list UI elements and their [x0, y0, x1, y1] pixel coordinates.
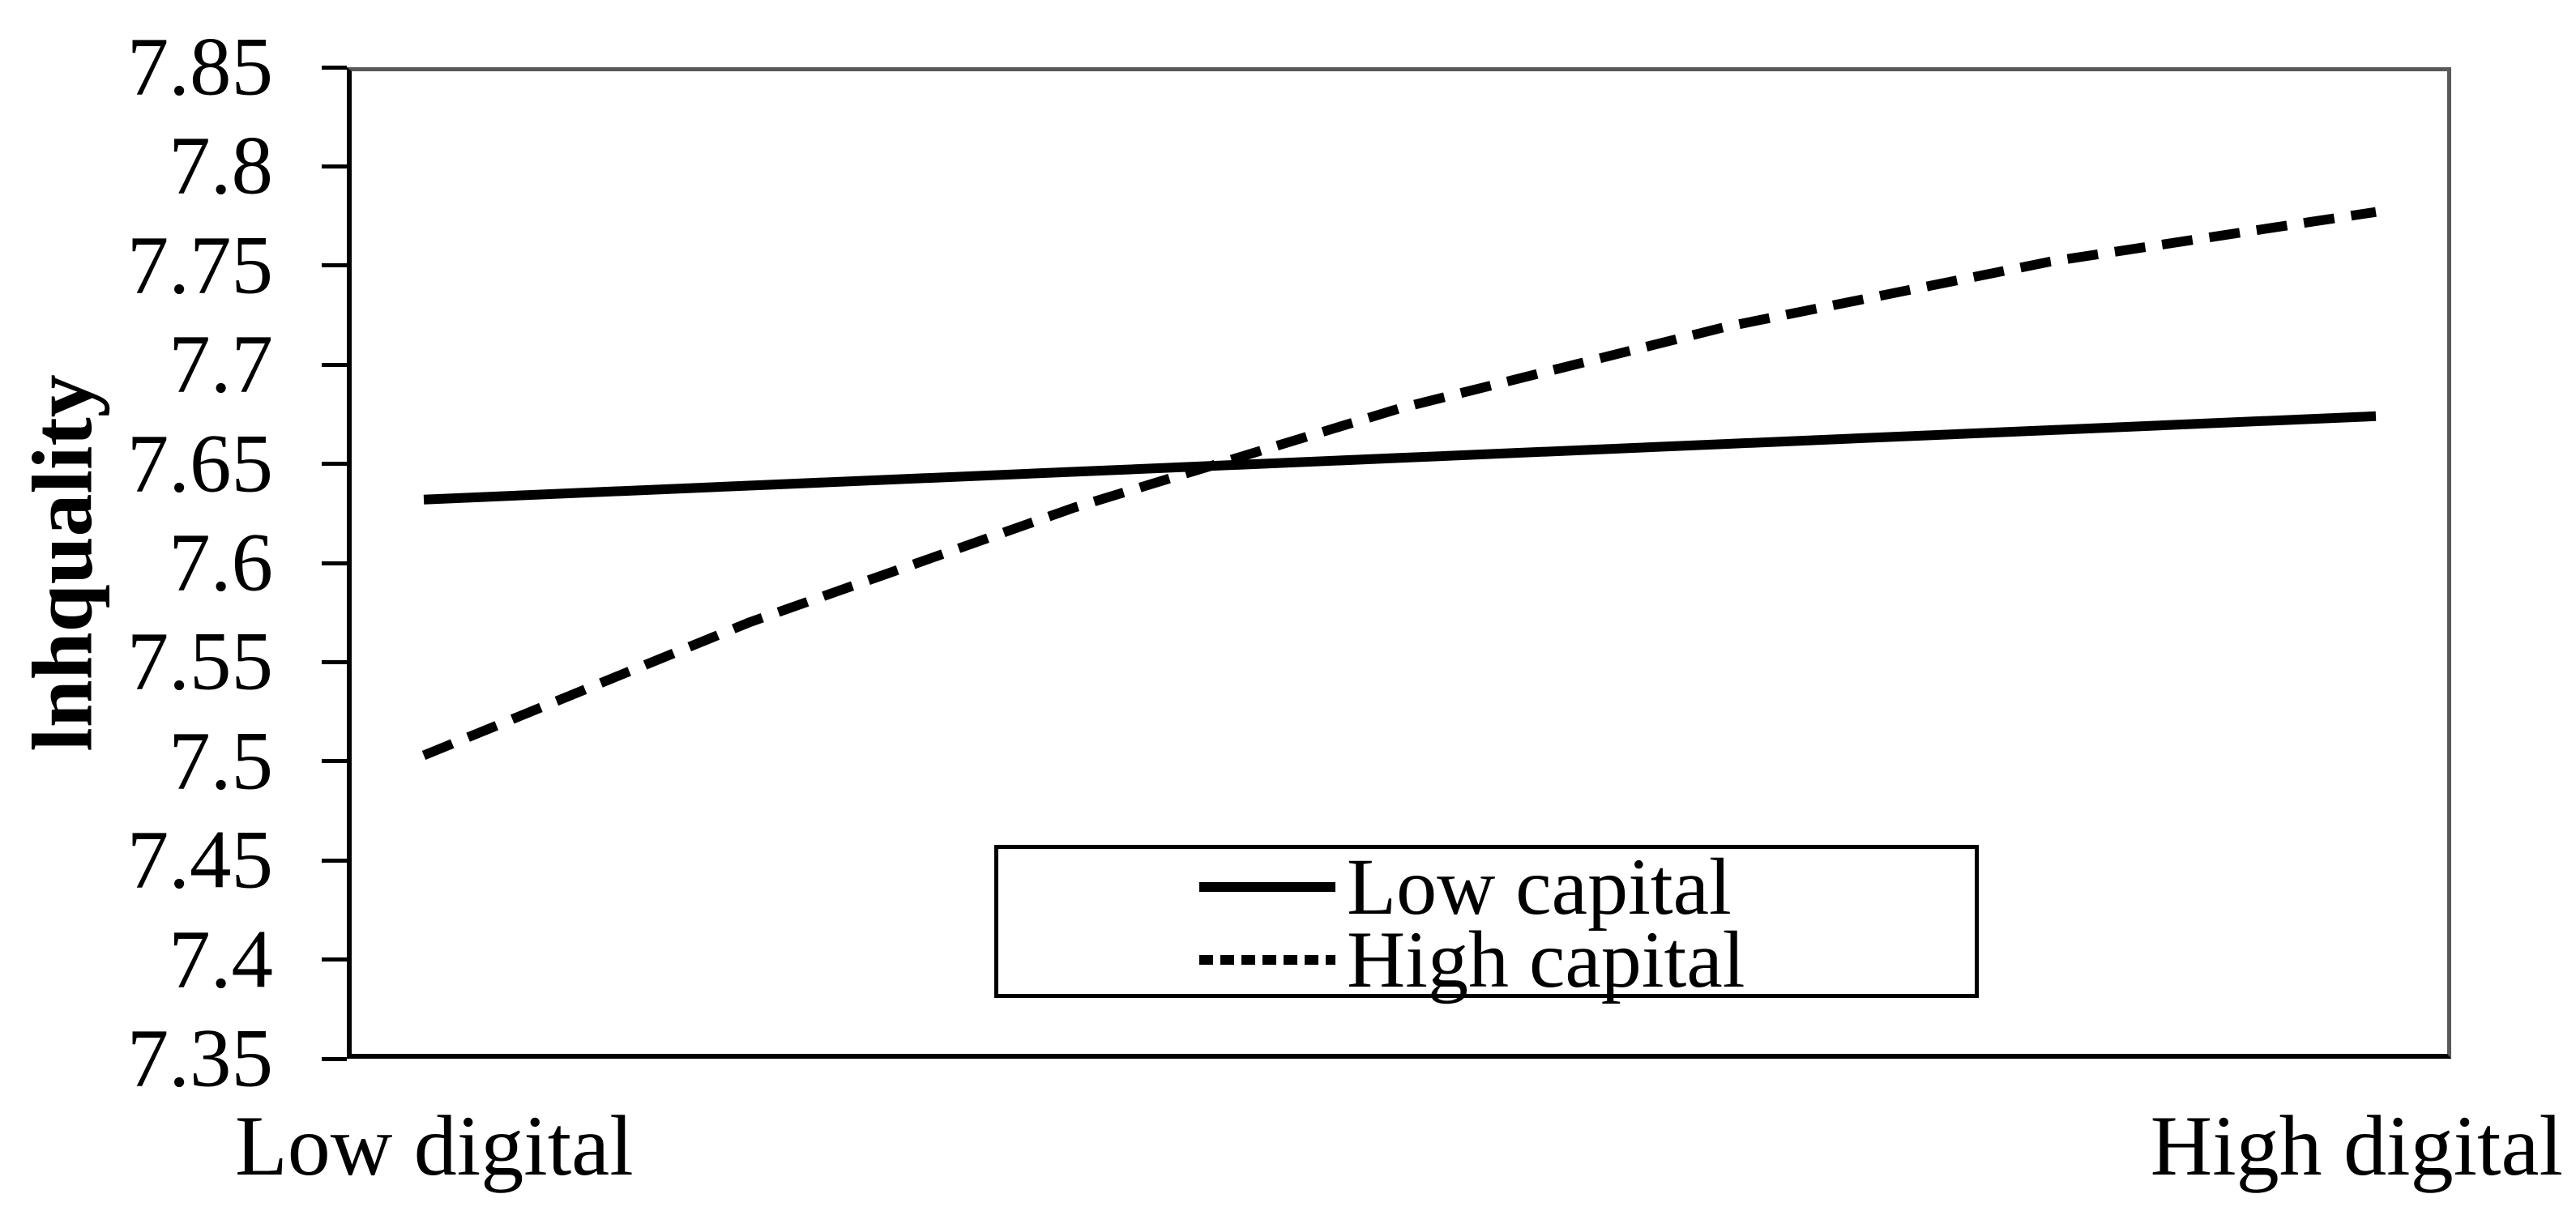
y-tick-mark [322, 263, 347, 268]
y-tick-mark [322, 659, 347, 664]
legend: Low capital High capital [994, 842, 1979, 1004]
legend-item-high-capital: High capital [1199, 915, 1745, 1004]
y-tick-label: 7.5 [169, 714, 273, 808]
x-axis-label-high-digital: High digital [2150, 1098, 2563, 1193]
y-tick-label: 7.8 [169, 119, 273, 212]
y-tick-label: 7.7 [169, 318, 273, 411]
y-axis-title: lnhquality [15, 374, 110, 752]
y-tick-mark [322, 462, 347, 467]
y-tick-mark [322, 561, 347, 565]
series-line-low-capital [423, 411, 2377, 505]
y-tick-label: 7.85 [126, 20, 273, 113]
y-tick-mark [322, 1056, 347, 1061]
y-tick-mark [322, 858, 347, 863]
y-tick-label: 7.6 [169, 516, 273, 609]
y-tick-label: 7.75 [126, 219, 273, 312]
y-tick-label: 7.4 [169, 913, 273, 1006]
legend-label: High capital [1347, 915, 1745, 1004]
y-tick-mark [322, 759, 347, 764]
legend-dashed-line-sample [1199, 955, 1335, 965]
y-tick-mark [322, 65, 347, 70]
y-tick-mark [322, 362, 347, 367]
x-axis-label-low-digital: Low digital [235, 1098, 634, 1193]
y-tick-mark [322, 957, 347, 962]
y-axis-title-wrap: lnhquality [0, 67, 126, 1059]
legend-label: Low capital [1347, 842, 1732, 932]
y-tick-mark [322, 164, 347, 168]
y-tick-label: 7.35 [126, 1012, 273, 1105]
y-tick-label: 7.45 [126, 813, 273, 906]
legend-item-low-capital: Low capital [1199, 842, 1732, 932]
series-line-high-capital [421, 207, 2377, 761]
y-tick-label: 7.55 [126, 615, 273, 708]
legend-solid-line-sample [1199, 882, 1335, 892]
y-tick-label: 7.65 [126, 417, 273, 510]
